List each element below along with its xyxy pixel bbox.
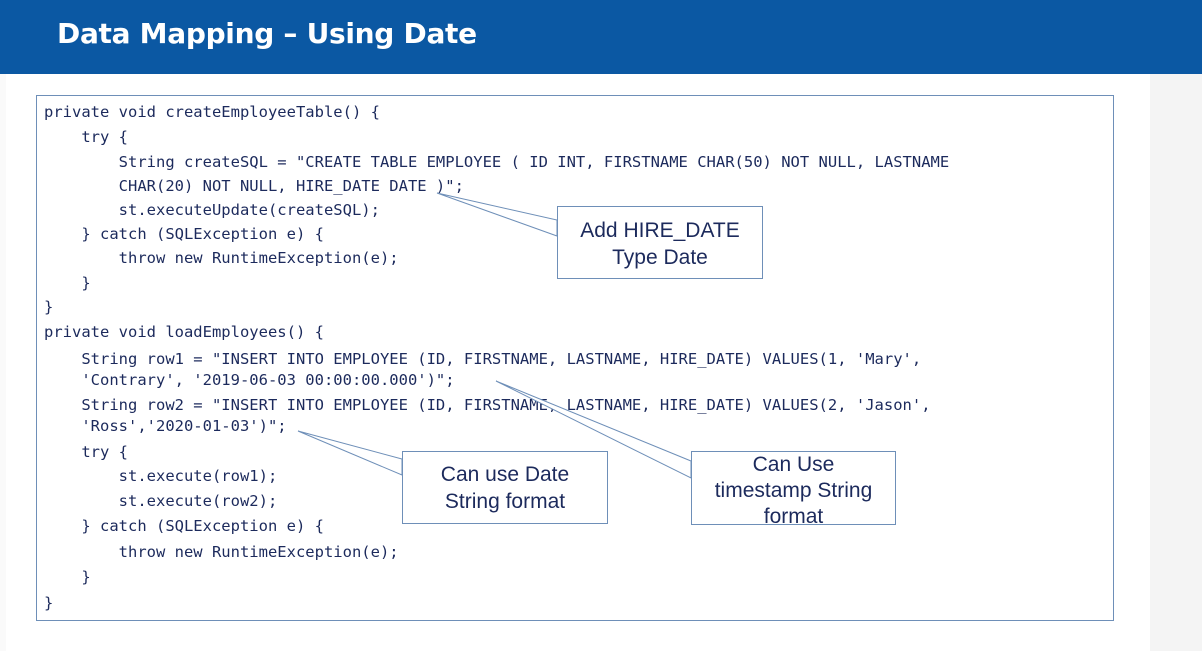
- timestamp-string-callout: Can Use timestamp String format: [691, 451, 896, 528]
- callout-text: timestamp String: [714, 479, 873, 502]
- code-line: 'Contrary', '2019-06-03 00:00:00.000')";: [44, 371, 455, 389]
- code-line: st.executeUpdate(createSQL);: [44, 201, 380, 219]
- code-line: st.execute(row1);: [44, 467, 278, 485]
- slide-title: Data Mapping – Using Date: [57, 17, 477, 50]
- callout-text: String format: [444, 490, 566, 513]
- code-line: }: [44, 568, 91, 586]
- code-line: try {: [44, 443, 128, 461]
- callout-text: Can use Date: [440, 463, 570, 486]
- code-line: String row2 = "INSERT INTO EMPLOYEE (ID,…: [44, 396, 931, 414]
- callout-text: Type Date: [612, 246, 708, 269]
- left-margin: [0, 74, 6, 651]
- code-line: st.execute(row2);: [44, 492, 278, 510]
- code-line: String row1 = "INSERT INTO EMPLOYEE (ID,…: [44, 350, 922, 368]
- date-string-callout: Can use Date String format: [402, 451, 608, 524]
- code-line: private void loadEmployees() {: [44, 323, 324, 341]
- slide-header: Data Mapping – Using Date: [0, 0, 1202, 74]
- code-line: 'Ross','2020-01-03')";: [44, 417, 287, 435]
- code-line: } catch (SQLException e) {: [44, 225, 324, 243]
- callout-text: format: [763, 505, 824, 528]
- code-line: throw new RuntimeException(e);: [44, 543, 399, 561]
- code-panel: private void createEmployeeTable() { try…: [36, 95, 1114, 621]
- hire-date-callout: Add HIRE_DATE Type Date: [557, 206, 763, 279]
- callout-text: Add HIRE_DATE: [580, 219, 740, 242]
- callout-text: Can Use: [752, 453, 835, 476]
- code-line: } catch (SQLException e) {: [44, 517, 324, 535]
- code-line: private void createEmployeeTable() {: [44, 103, 380, 121]
- code-line: }: [44, 594, 54, 612]
- code-line: }: [44, 274, 91, 292]
- code-line: try {: [44, 128, 128, 146]
- code-line: String createSQL = "CREATE TABLE EMPLOYE…: [44, 153, 950, 171]
- code-line: }: [44, 298, 54, 316]
- right-margin: [1150, 74, 1202, 651]
- code-line: CHAR(20) NOT NULL, HIRE_DATE DATE )";: [44, 177, 464, 195]
- code-line: throw new RuntimeException(e);: [44, 249, 399, 267]
